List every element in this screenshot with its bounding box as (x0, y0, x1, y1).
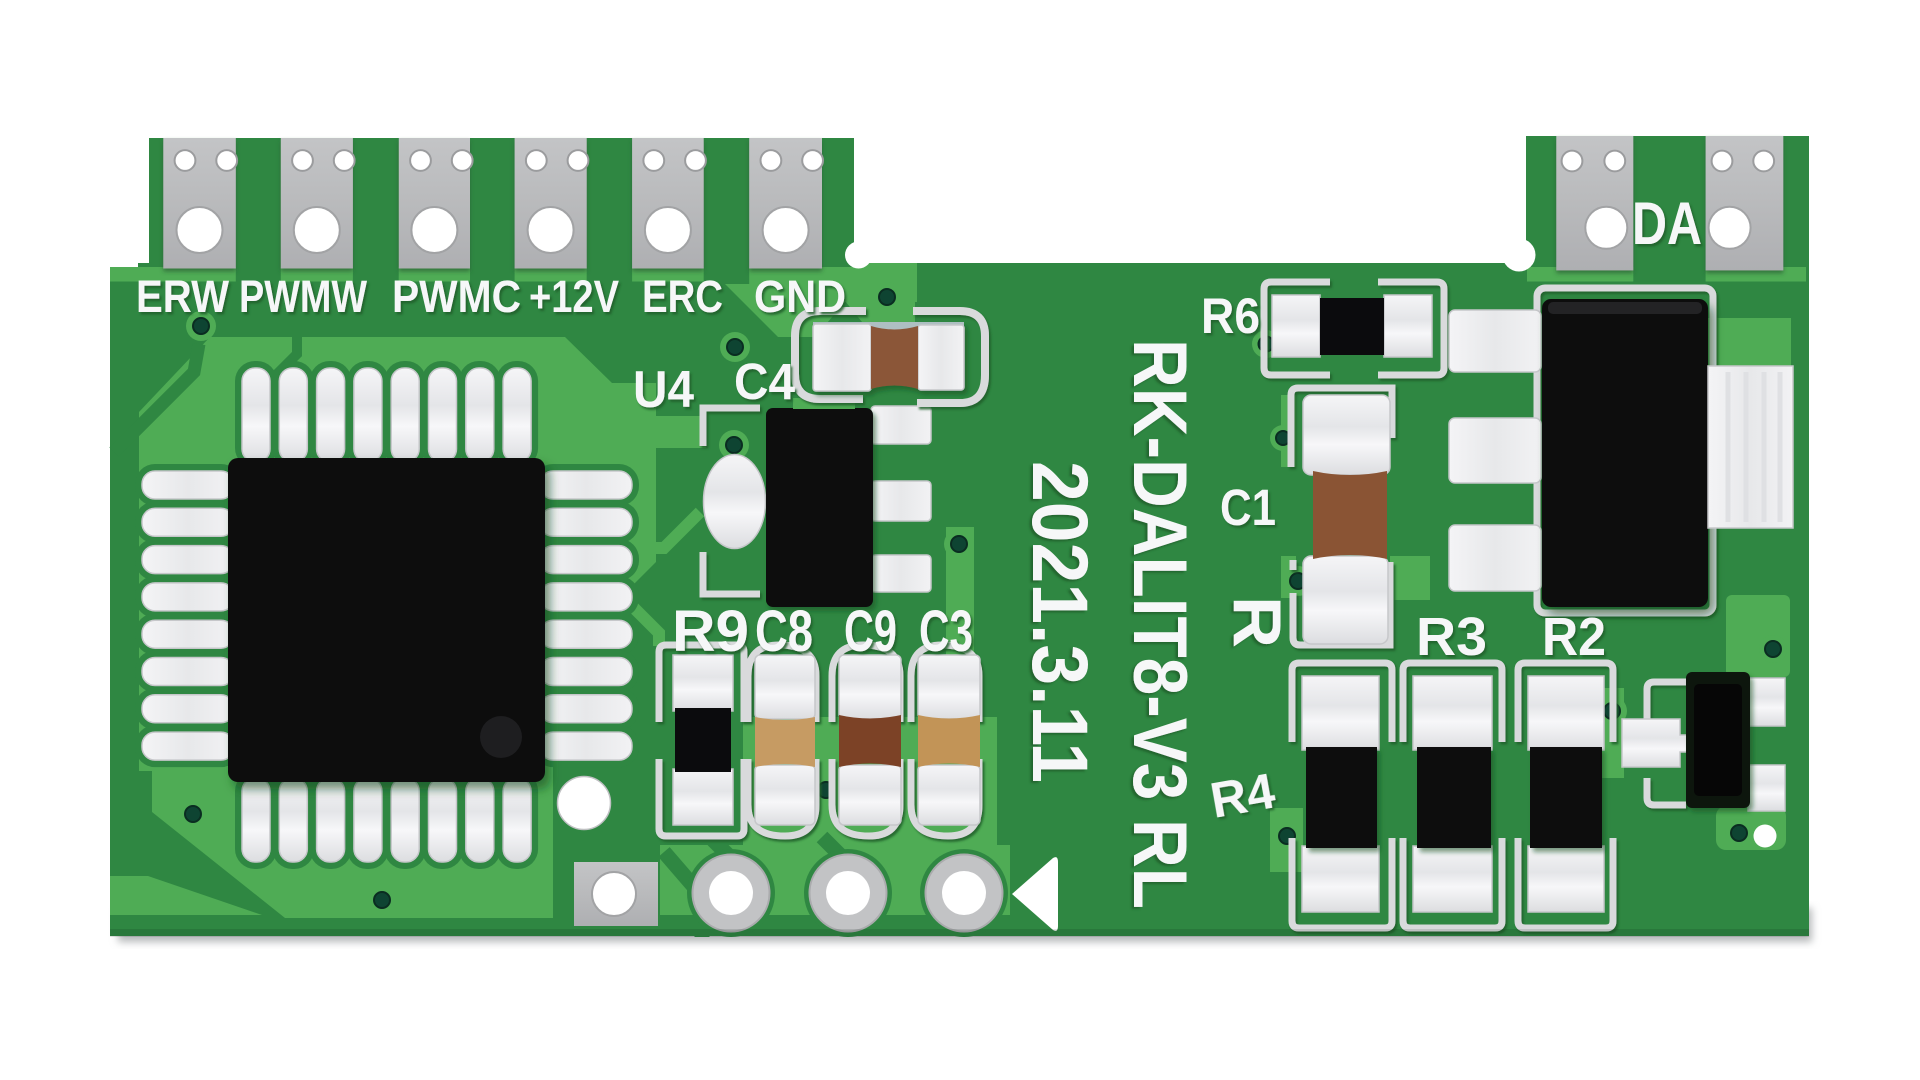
svg-text:2021.3.11: 2021.3.11 (1016, 461, 1105, 783)
svg-text:R3: R3 (1416, 607, 1487, 667)
svg-text:C4: C4 (734, 353, 796, 410)
svg-text:C1: C1 (1220, 479, 1276, 536)
svg-text:PWMC: PWMC (392, 271, 521, 322)
svg-text:C8: C8 (755, 599, 813, 664)
svg-text:R6: R6 (1201, 288, 1260, 344)
svg-text:ERW: ERW (136, 271, 229, 322)
svg-text:R2: R2 (1542, 607, 1606, 667)
svg-text:DA: DA (1632, 190, 1702, 257)
svg-text:C3: C3 (919, 599, 973, 664)
svg-text:PWMW: PWMW (239, 271, 367, 322)
svg-text:+12V: +12V (529, 271, 619, 322)
svg-text:R9: R9 (672, 599, 749, 664)
svg-text:RK-DALIT8-V3 RL: RK-DALIT8-V3 RL (1117, 339, 1202, 909)
svg-text:C9: C9 (844, 599, 897, 664)
svg-text:R: R (1219, 596, 1295, 648)
svg-text:U4: U4 (633, 361, 694, 419)
svg-text:R4: R4 (1206, 763, 1279, 829)
svg-text:GND: GND (754, 271, 846, 322)
svg-text:ERC: ERC (642, 271, 723, 322)
